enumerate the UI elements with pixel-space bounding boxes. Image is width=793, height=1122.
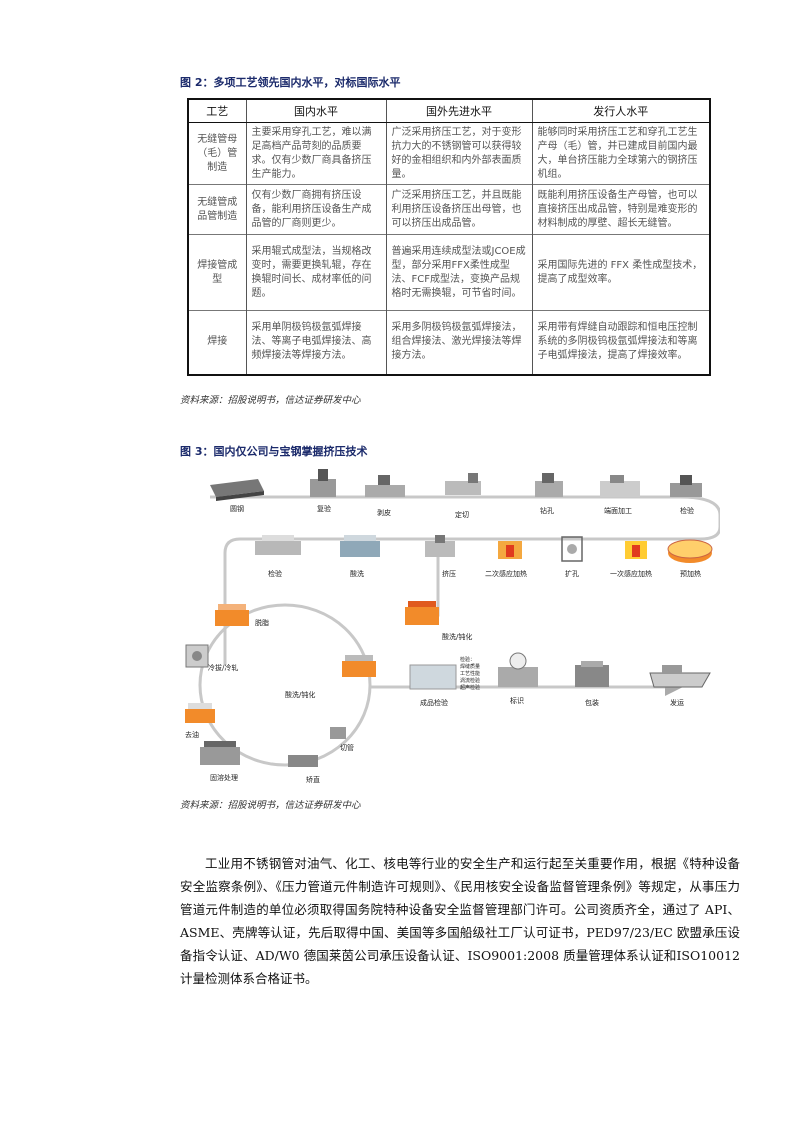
stage-cutting: 定切 xyxy=(445,473,481,519)
stage-end-machining: 端面加工 xyxy=(600,475,640,515)
header-domestic: 国内水平 xyxy=(245,99,386,123)
svg-text:复验: 复验 xyxy=(317,504,331,513)
svg-text:酸洗/钝化: 酸洗/钝化 xyxy=(285,690,315,699)
row-process: 无缝管成品管制造 xyxy=(188,184,246,235)
row-issuer: 既能利用挤压设备生产母管，也可以直接挤压出成品管，特别是难变形的材料制成的厚壁、… xyxy=(531,184,710,235)
stage-peeling: 剥皮 xyxy=(365,475,405,517)
stage-preheat: 预加热 xyxy=(667,539,713,578)
stage-marking: 标识 xyxy=(498,652,538,705)
stage-inspection-1: 检验 xyxy=(670,475,702,515)
row-issuer: 采用带有焊缝自动跟踪和恒电压控制系统的多阴极钨极氩弧焊接法和等离子电弧焊接法，提… xyxy=(531,310,710,375)
svg-text:包装: 包装 xyxy=(585,698,599,707)
svg-text:工艺性能: 工艺性能 xyxy=(460,670,480,677)
process-flow-diagram: 圆钢 复验 剥皮 定切 钻孔 端面加工 检验 预加热 一次感应加热 扩孔 二次感… xyxy=(185,469,720,784)
row-process: 无缝管母（毛）管制造 xyxy=(188,122,246,185)
stage-tube-cutting: 切管 xyxy=(330,727,354,752)
svg-text:涡流检验: 涡流检验 xyxy=(460,677,480,684)
process-loop xyxy=(198,603,372,767)
comparison-table: 工艺 国内水平 国外先进水平 发行人水平 无缝管母（毛）管制造 主要采用穿孔工艺… xyxy=(187,98,711,376)
svg-text:切管: 切管 xyxy=(340,743,354,752)
svg-text:扩孔: 扩孔 xyxy=(565,569,579,578)
body-paragraph: 工业用不锈钢管对油气、化工、核电等行业的安全生产和运行起至关重要作用，根据《特种… xyxy=(180,856,740,986)
figure2-title: 图 2：多项工艺领先国内水平，对标国际水平 xyxy=(180,76,401,89)
svg-text:成品检验: 成品检验 xyxy=(420,698,448,707)
row-issuer: 采用国际先进的 FFX 柔性成型技术，提高了成型效率。 xyxy=(531,234,710,311)
stage-induction-2: 二次感应加热 xyxy=(485,541,527,578)
svg-text:检验：: 检验： xyxy=(460,656,475,663)
stage-cold-drawing: 冷拔/冷轧 xyxy=(185,644,238,672)
row-domestic: 仅有少数厂商拥有挤压设备，能利用挤压设备生产成品管的厂商则更少。 xyxy=(245,184,386,235)
svg-text:超声检验: 超声检验 xyxy=(460,684,480,691)
svg-text:定切: 定切 xyxy=(455,510,469,519)
header-process: 工艺 xyxy=(188,99,246,123)
svg-text:检验: 检验 xyxy=(680,506,694,515)
flow-pipe-row2 xyxy=(223,537,700,573)
stage-induction-1: 一次感应加热 xyxy=(610,541,652,578)
row-foreign: 采用多阴极钨极氩弧焊接法，组合焊接法、激光焊接法等焊接方法。 xyxy=(385,310,532,375)
svg-text:固溶处理: 固溶处理 xyxy=(210,773,238,782)
row-foreign: 广泛采用挤压工艺，对于变形抗力大的不锈钢管可以获得较好的金相组织和内外部表面质量… xyxy=(385,122,532,185)
stage-extrusion: 挤压 xyxy=(425,535,456,578)
svg-text:冷拔/冷轧: 冷拔/冷轧 xyxy=(208,663,238,672)
stage-straightening: 矫直 xyxy=(288,755,320,784)
figure2-source: 资料来源：招股说明书，信达证券研发中心 xyxy=(180,395,361,406)
stage-solution-treatment: 固溶处理 xyxy=(200,741,240,782)
stage-pickling-passivation-loop: 酸洗/钝化 xyxy=(285,655,376,699)
svg-text:酸洗: 酸洗 xyxy=(350,569,364,578)
row-process: 焊接管成型 xyxy=(188,234,246,311)
table-row: 焊接 采用单阴极钨极氩弧焊接法、等离子电弧焊接法、高频焊接法等焊接方法。 采用多… xyxy=(188,310,710,375)
row-process: 焊接 xyxy=(188,310,246,375)
svg-text:挤压: 挤压 xyxy=(442,569,456,578)
stage-round-bar: 圆钢 xyxy=(210,479,264,513)
row-foreign: 普遍采用连续成型法或JCOE成型，部分采用FFX柔性成型法、FCF成型法，变换产… xyxy=(385,234,532,311)
figure3-source: 资料来源：招股说明书，信达证券研发中心 xyxy=(180,800,361,811)
figure3-title: 图 3：国内仅公司与宝钢掌握挤压技术 xyxy=(180,445,368,458)
stage-expansion: 扩孔 xyxy=(561,536,583,578)
row-domestic: 采用单阴极钨极氩弧焊接法、等离子电弧焊接法、高频焊接法等焊接方法。 xyxy=(245,310,386,375)
row-domestic: 主要采用穿孔工艺，难以满足高档产品苛刻的品质要求。仅有少数厂商具备挤压生产能力。 xyxy=(245,122,386,185)
stage-pickling: 酸洗 xyxy=(340,535,380,578)
svg-text:端面加工: 端面加工 xyxy=(604,506,632,515)
svg-text:预加热: 预加热 xyxy=(680,569,701,578)
stage-oil-removal: 去油 xyxy=(185,703,215,739)
svg-text:去油: 去油 xyxy=(185,730,199,739)
stage-label: 圆钢 xyxy=(230,504,244,513)
svg-text:剥皮: 剥皮 xyxy=(377,508,391,517)
svg-text:矫直: 矫直 xyxy=(306,775,320,784)
table-header-row: 工艺 国内水平 国外先进水平 发行人水平 xyxy=(188,99,710,123)
svg-text:发运: 发运 xyxy=(670,698,684,707)
svg-text:一次感应加热: 一次感应加热 xyxy=(610,569,652,578)
inspection-notes: 检验： 焊缝质量 工艺性能 涡流检验 超声检验 xyxy=(460,656,480,691)
svg-text:检验: 检验 xyxy=(268,569,282,578)
stage-shipping: 发运 xyxy=(649,665,711,707)
flow-pipe-row1 xyxy=(210,495,720,541)
svg-text:脱脂: 脱脂 xyxy=(255,618,269,627)
stage-degreasing: 脱脂 xyxy=(215,604,269,627)
row-issuer: 能够同时采用挤压工艺和穿孔工艺生产母（毛）管，并已建成目前国内最大，单台挤压能力… xyxy=(531,122,710,185)
svg-text:焊缝质量: 焊缝质量 xyxy=(460,663,480,670)
row-foreign: 广泛采用挤压工艺，并且既能利用挤压设备挤压出母管，也可以挤压出成品管。 xyxy=(385,184,532,235)
svg-text:钻孔: 钻孔 xyxy=(540,506,554,515)
header-issuer: 发行人水平 xyxy=(531,99,710,123)
svg-text:二次感应加热: 二次感应加热 xyxy=(485,569,527,578)
stage-reinspection: 复验 xyxy=(310,469,336,513)
stage-pickling-passivation-mid: 酸洗/钝化 xyxy=(405,601,472,641)
header-foreign: 国外先进水平 xyxy=(385,99,532,123)
svg-text:标识: 标识 xyxy=(510,696,524,705)
stage-drilling: 钻孔 xyxy=(535,473,563,515)
svg-text:酸洗/钝化: 酸洗/钝化 xyxy=(442,632,472,641)
table-row: 焊接管成型 采用辊式成型法，当规格改变时，需要更换轧辊，存在换辊时间长、成材率低… xyxy=(188,234,710,311)
table-row: 无缝管母（毛）管制造 主要采用穿孔工艺，难以满足高档产品苛刻的品质要求。仅有少数… xyxy=(188,122,710,185)
stage-inspection-2: 检验 xyxy=(255,535,301,578)
stage-final-inspection: 成品检验 xyxy=(409,664,457,707)
table-row: 无缝管成品管制造 仅有少数厂商拥有挤压设备，能利用挤压设备生产成品管的厂商则更少… xyxy=(188,184,710,235)
row-domestic: 采用辊式成型法，当规格改变时，需要更换轧辊，存在换辊时间长、成材率低的问题。 xyxy=(245,234,386,311)
stage-packaging: 包装 xyxy=(575,661,609,707)
